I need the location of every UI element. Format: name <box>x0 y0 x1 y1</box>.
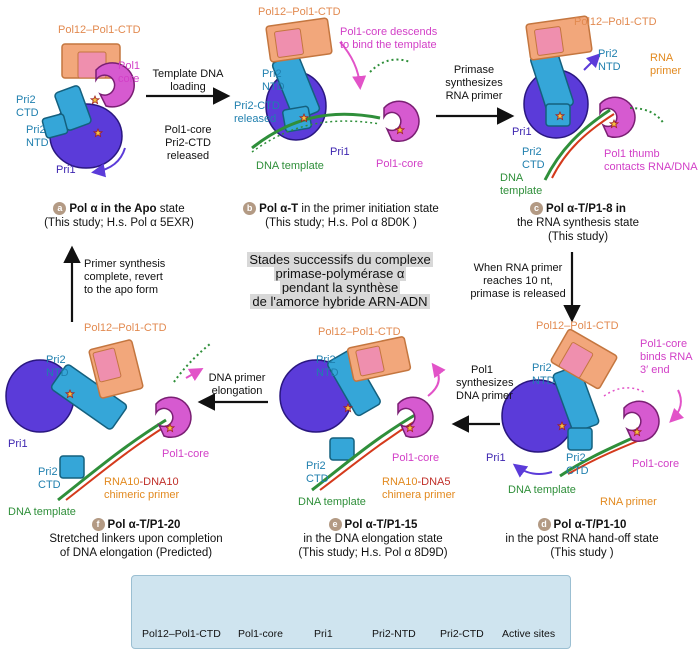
panel-d-rna-primer-label: RNA primer <box>600 496 657 508</box>
panel-f-pri2-ctd-label: Pri2 CTD <box>38 466 61 491</box>
panel-a-pri2-ntd-label: Pri2 NTD <box>26 124 49 149</box>
transition-b-to-c-label: Primase synthesizes RNA primer <box>445 64 503 102</box>
panel-a-pri2-ctd <box>41 113 69 139</box>
panel-a-active-site-star <box>90 95 100 104</box>
panel-a-pri2-ctd-label: Pri2 CTD <box>16 94 39 119</box>
center-title: Stades successifs du complexe primase-po… <box>247 252 433 309</box>
panel-a-apo-state <box>41 43 135 178</box>
transition-d-to-e-label: Pol1 synthesizes DNA primer <box>456 364 514 402</box>
panel-c-rna-synthesis-state <box>523 15 665 181</box>
transition-c-to-d-label: When RNA primer reaches 10 nt, primase i… <box>470 262 566 300</box>
panel-d-dna-template-label: DNA template <box>508 484 576 496</box>
panel-e-pri2-ctd <box>329 437 355 461</box>
panel-d-pol12-block <box>550 328 618 390</box>
panel-e-pri2-ntd-label: Pri2 NTD <box>316 354 339 379</box>
panel-f-pol12-label: Pol12–Pol1-CTD <box>84 322 167 334</box>
panel-d-pri1-label: Pri1 <box>486 452 506 464</box>
panel-f-dna-template-label: DNA template <box>8 506 76 518</box>
panel-e-pol1-core-label: Pol1-core <box>392 452 440 464</box>
panel-a-pol12-label: Pol12–Pol1-CTD <box>58 24 141 36</box>
panel-d-pol1-core-label: Pol1-core <box>632 458 680 470</box>
panel-b-pri1-label: Pri1 <box>330 146 350 158</box>
panel-d-binds-note: Pol1-core binds RNA 3′ end <box>640 338 693 376</box>
panel-d-hand-off-state <box>501 328 685 478</box>
legend-label-pol1-core: Pol1-core <box>238 628 283 640</box>
panel-d-pol12-label: Pol12–Pol1-CTD <box>536 320 619 332</box>
panel-f-pol1-core-label: Pol1-core <box>162 448 210 460</box>
panel-e-dna-template <box>311 410 421 492</box>
panel-f-chimeric-primer <box>65 425 167 501</box>
panel-d-pri2-ctd <box>567 427 593 451</box>
panel-b-dna-template-label: DNA template <box>256 160 324 172</box>
transition-f-to-a-label: Primer synthesis complete, revert to the… <box>84 258 166 296</box>
transition-e-to-f-label: DNA primer elongation <box>208 372 266 397</box>
panel-b-descent-note: Pol1-core descends to bind the template <box>340 26 438 51</box>
panel-b-dna-template <box>251 112 381 150</box>
panel-b-initiation-state <box>251 17 420 153</box>
legend-label-pri1: Pri1 <box>314 628 333 640</box>
panel-f-stretched-state <box>5 339 211 502</box>
panel-c-pol12-block <box>525 15 593 61</box>
panel-e-dna-template-label: DNA template <box>298 496 366 508</box>
panel-f-pol1-core <box>155 396 192 439</box>
legend-label-active-sites: Active sites <box>502 628 556 640</box>
transition-a-to-b-below-label: Pol1-core Pri2-CTD released <box>164 124 212 162</box>
panel-e-pri2-ctd-label: Pri2 CTD <box>306 460 329 485</box>
panel-c-rna-primer-label: RNA primer <box>650 52 682 77</box>
panel-c-dna-template <box>543 108 611 181</box>
panel-b-descent-arrow <box>339 41 367 90</box>
panel-e-pol1-core <box>397 396 434 439</box>
panel-b-pri2-ntd-label: Pri2 NTD <box>262 68 285 93</box>
panel-c-thumb-note: Pol1 thumb contacts RNA/DNA <box>604 148 698 173</box>
panel-f-pri2-ctd <box>59 455 85 479</box>
panel-b-pol1-core-label: Pol1-core <box>376 158 424 170</box>
panel-f-pri2-ntd-label: Pri2 NTD <box>46 354 69 379</box>
panel-d-pri2-ntd-label: Pri2 NTD <box>532 362 555 387</box>
legend-panel <box>131 575 571 649</box>
panel-c-dna-template-label: DNA template <box>500 172 543 197</box>
panel-f-pri1-label: Pri1 <box>8 438 28 450</box>
panel-a-pri1-label: Pri1 <box>56 164 76 176</box>
panel-f-chimera-label: RNA10-DNA10 chimeric primer <box>104 476 180 501</box>
panel-b-pol1-core <box>383 100 420 143</box>
panel-c-pol1-core <box>599 96 636 139</box>
panel-b-pri2-ctd-label: Pri2-CTD released <box>234 100 280 125</box>
panel-c-rna-primer <box>551 113 615 179</box>
panel-a-pol1-core-label: Pol1 core <box>118 60 141 85</box>
panel-f-dna-template <box>57 418 167 502</box>
panel-e-pol12-block <box>346 336 412 382</box>
panel-c-pri1-label: Pri1 <box>512 126 532 138</box>
panel-c-pri2-ntd-label: Pri2 NTD <box>598 48 621 73</box>
transition-a-to-b-label: Template DNA loading <box>152 68 224 93</box>
panel-e-pol12-label: Pol12–Pol1-CTD <box>318 326 401 338</box>
panel-b-pol12-label: Pol12–Pol1-CTD <box>258 6 341 18</box>
panel-b-pol12-block <box>265 17 333 63</box>
panel-a-pol1-core <box>95 62 135 108</box>
panel-d-pol1-core <box>623 400 660 443</box>
panel-e-dna-elongation-state <box>279 336 446 492</box>
panel-a-motion-arrow <box>91 147 126 178</box>
legend-label-pol12: Pol12–Pol1-CTD <box>142 628 221 640</box>
panel-c-pri2-ctd-label: Pri2 CTD <box>522 146 545 171</box>
panel-f-pol12-block <box>88 339 144 399</box>
panel-c-pol12-label: Pol12–Pol1-CTD <box>574 16 657 28</box>
legend-label-pri2-ctd: Pri2-CTD <box>440 628 484 640</box>
legend-label-pri2-ntd: Pri2-NTD <box>372 628 416 640</box>
panel-e-chimera-label: RNA10-DNA5 chimera primer <box>382 476 456 501</box>
panel-d-pri2-ctd-label: Pri2 CTD <box>566 452 589 477</box>
